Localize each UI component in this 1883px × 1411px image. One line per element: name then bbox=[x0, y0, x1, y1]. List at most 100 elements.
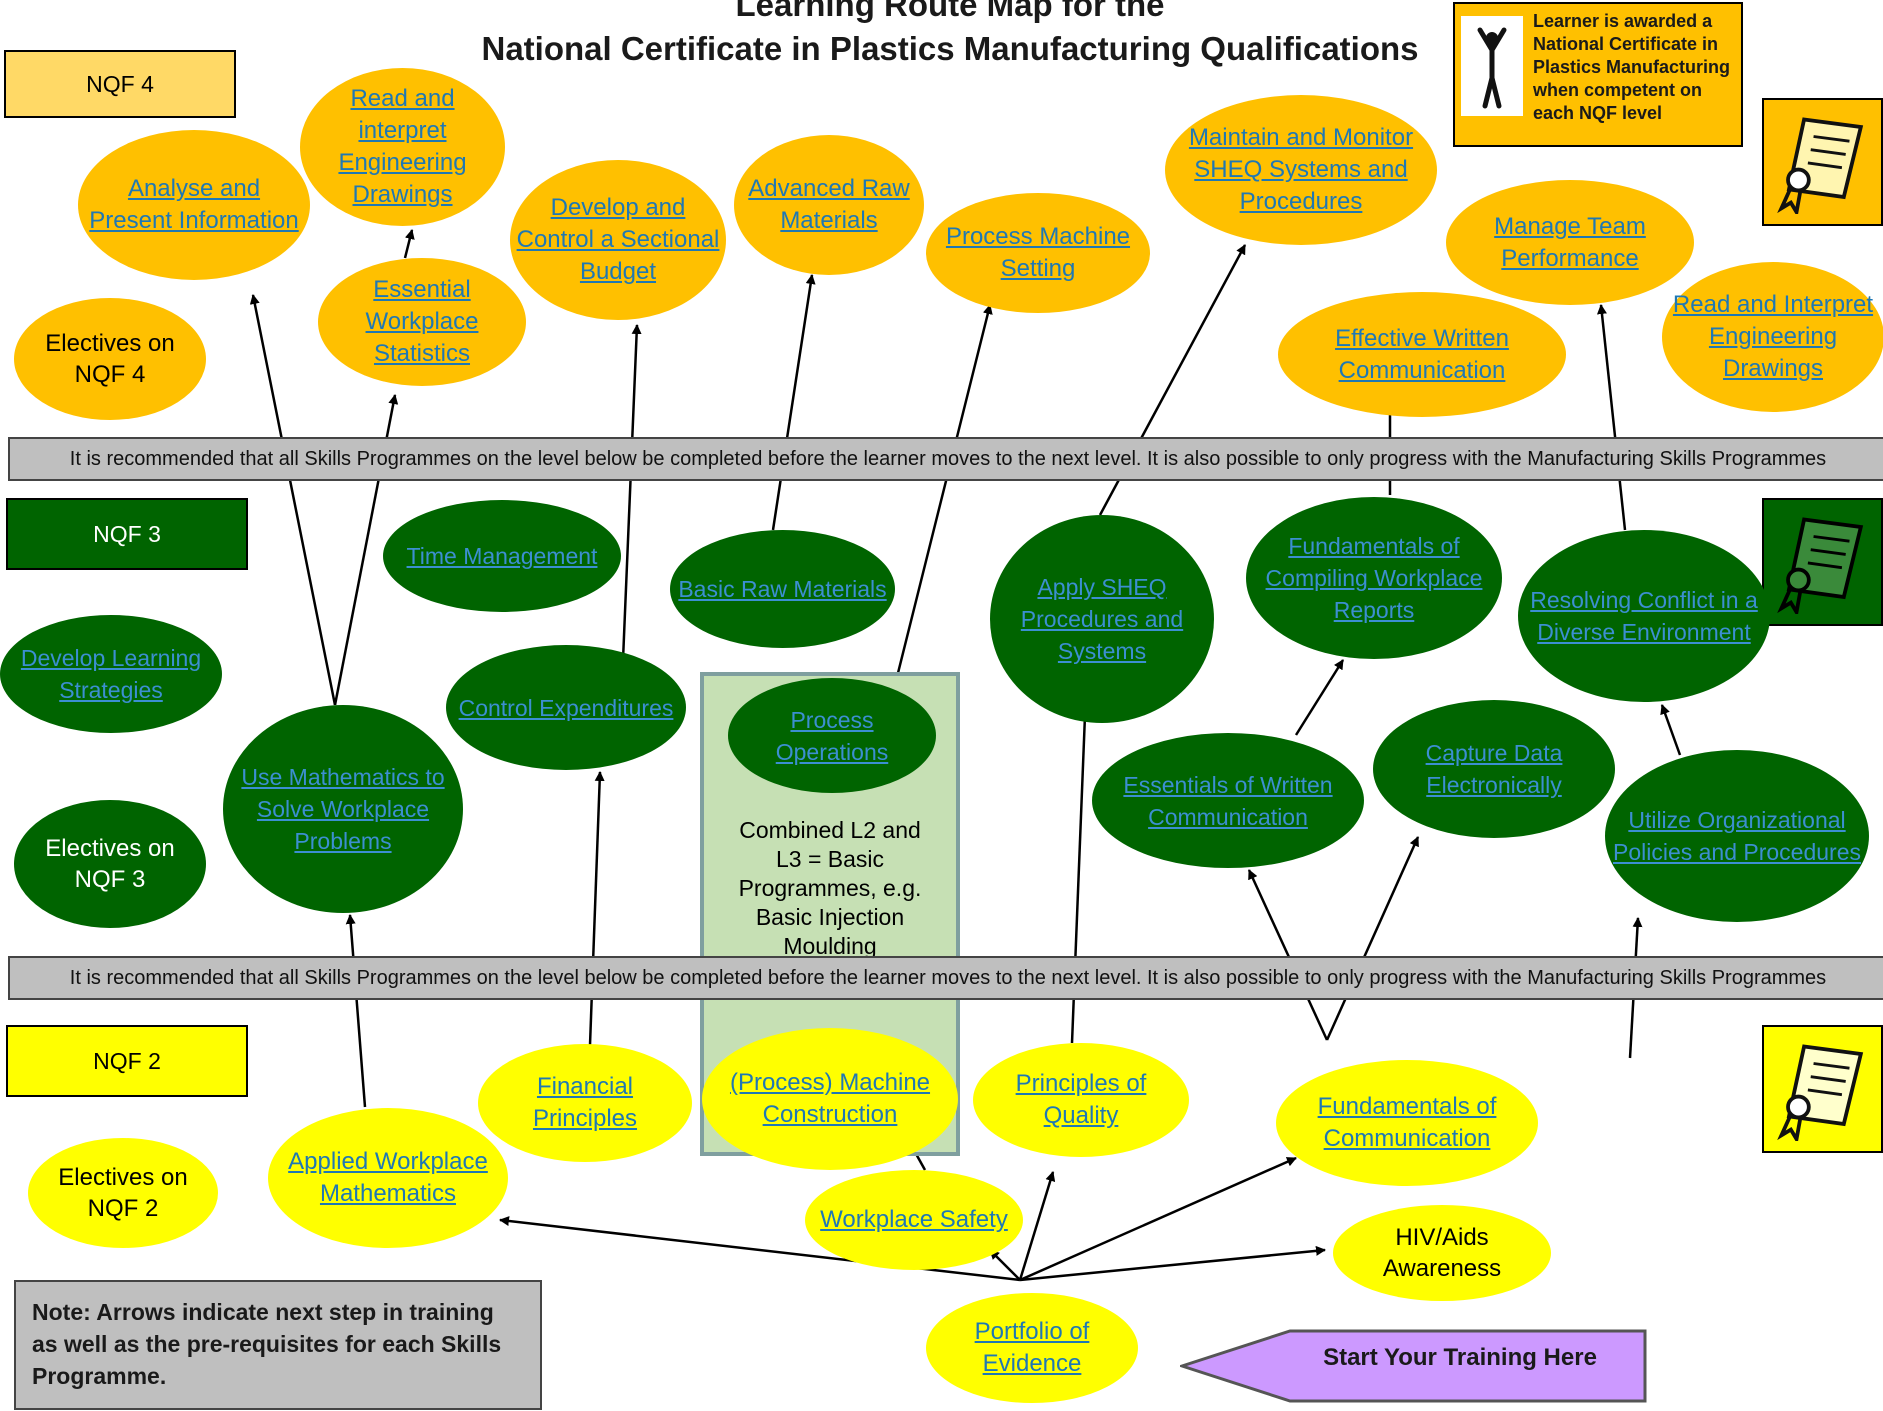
page-title-line1: Learning Route Map for the bbox=[735, 0, 1165, 23]
award-box: Learner is awarded a National Certificat… bbox=[1453, 2, 1743, 147]
node-electives-nqf2: Electives on NQF 2 bbox=[28, 1138, 218, 1248]
certificate-scroll-icon bbox=[1776, 117, 1863, 214]
node-applied-workplace-mathematics[interactable]: Applied Workplace Mathematics bbox=[268, 1108, 508, 1248]
nqf3-label: NQF 3 bbox=[6, 498, 248, 570]
node-link[interactable]: Control Expenditures bbox=[458, 694, 674, 721]
node-analyse-present-information[interactable]: Analyse and Present Information bbox=[78, 130, 310, 280]
node-utilize-organizational-policies[interactable]: Utilize Organizational Policies and Proc… bbox=[1605, 750, 1869, 922]
arrow-fund-essentials bbox=[1247, 869, 1329, 1041]
node-link[interactable]: Read and interpret Engineering Drawings bbox=[338, 85, 467, 208]
node-link[interactable]: Apply SHEQ Procedures and Systems bbox=[1020, 574, 1184, 664]
node-link[interactable]: Analyse and Present Information bbox=[89, 175, 299, 234]
node-develop-learning-strategies[interactable]: Develop Learning Strategies bbox=[0, 615, 222, 733]
arrow-fund-capture bbox=[1325, 836, 1420, 1041]
progression-band-upper: It is recommended that all Skills Progra… bbox=[8, 437, 1883, 481]
arrow-process-ops-setting bbox=[893, 304, 993, 686]
node-electives-nqf3: Electives on NQF 3 bbox=[14, 800, 206, 928]
node-apply-sheq[interactable]: Apply SHEQ Procedures and Systems bbox=[990, 515, 1214, 723]
node-financial-principles[interactable]: Financial Principles bbox=[478, 1044, 692, 1162]
node-link[interactable]: Principles of Quality bbox=[1015, 1070, 1147, 1129]
person-arms-raised-icon bbox=[1461, 16, 1523, 116]
node-link[interactable]: Time Management bbox=[406, 543, 598, 569]
arrow-conflict-team bbox=[1596, 304, 1627, 531]
electives-label: Electives on NQF 3 bbox=[45, 835, 175, 893]
node-fundamentals-of-communication[interactable]: Fundamentals of Communication bbox=[1276, 1060, 1538, 1186]
node-hiv-aids-awareness: HIV/Aids Awareness bbox=[1333, 1205, 1551, 1301]
node-link[interactable]: Fundamentals of Compiling Workplace Repo… bbox=[1265, 533, 1483, 623]
node-manage-team-performance[interactable]: Manage Team Performance bbox=[1446, 180, 1694, 305]
node-principles-of-quality[interactable]: Principles of Quality bbox=[973, 1043, 1189, 1157]
node-basic-raw-materials[interactable]: Basic Raw Materials bbox=[670, 530, 895, 648]
node-link[interactable]: Applied Workplace Mathematics bbox=[288, 1148, 488, 1207]
node-advanced-raw-materials[interactable]: Advanced Raw Materials bbox=[734, 135, 924, 275]
arrow-portfolio-applied-math bbox=[499, 1216, 1021, 1282]
arrow-expenditures-budget bbox=[621, 324, 642, 661]
node-time-management[interactable]: Time Management bbox=[383, 500, 621, 612]
node-effective-written-communication[interactable]: Effective Written Communication bbox=[1278, 292, 1566, 417]
arrow-statistics-read bbox=[403, 229, 415, 259]
nqf2-label: NQF 2 bbox=[6, 1025, 248, 1097]
node-link[interactable]: Read and Interpret Engineering Drawings bbox=[1672, 291, 1874, 382]
node-link[interactable]: Effective Written Communication bbox=[1335, 324, 1509, 384]
node-link[interactable]: Use Mathematics to Solve Workplace Probl… bbox=[241, 764, 445, 854]
node-link[interactable]: Utilize Organizational Policies and Proc… bbox=[1612, 807, 1862, 865]
node-workplace-safety[interactable]: Workplace Safety bbox=[805, 1170, 1023, 1270]
node-link[interactable]: Workplace Safety bbox=[820, 1206, 1008, 1233]
node-link[interactable]: Basic Raw Materials bbox=[678, 576, 887, 602]
page-title-line2: National Certificate in Plastics Manufac… bbox=[481, 30, 1419, 67]
nqf2-certificate bbox=[1762, 1025, 1883, 1153]
node-link[interactable]: Maintain and Monitor SHEQ Systems and Pr… bbox=[1188, 124, 1414, 215]
arrow-essentials-reports bbox=[1294, 659, 1345, 736]
arrow-utilize-conflict bbox=[1660, 704, 1682, 756]
node-develop-control-budget[interactable]: Develop and Control a Sectional Budget bbox=[510, 160, 726, 320]
node-link[interactable]: Develop and Control a Sectional Budget bbox=[516, 194, 720, 285]
node-machine-construction[interactable]: (Process) Machine Construction bbox=[702, 1028, 958, 1170]
arrow-portfolio-fundamentals bbox=[1019, 1156, 1297, 1282]
node-link[interactable]: Develop Learning Strategies bbox=[20, 645, 202, 703]
arrow-financial-expenditures bbox=[588, 771, 605, 1046]
node-resolving-conflict[interactable]: Resolving Conflict in a Diverse Environm… bbox=[1518, 530, 1770, 702]
nqf4-certificate bbox=[1762, 98, 1883, 226]
electives-label: Electives on NQF 4 bbox=[45, 330, 175, 388]
node-essential-workplace-statistics[interactable]: Essential Workplace Statistics bbox=[318, 258, 526, 386]
combined-programmes-text: Combined L2 and L3 = Basic Programmes, e… bbox=[738, 817, 922, 959]
electives-label: Electives on NQF 2 bbox=[58, 1164, 188, 1222]
node-process-operations[interactable]: Process Operations bbox=[728, 678, 936, 793]
arrow-basic-raw-advanced bbox=[771, 274, 816, 531]
node-control-expenditures[interactable]: Control Expenditures bbox=[446, 645, 686, 770]
node-link[interactable]: Essentials of Written Communication bbox=[1123, 771, 1333, 830]
node-essentials-written-communication[interactable]: Essentials of Written Communication bbox=[1092, 733, 1364, 868]
node-read-interpret-drawings[interactable]: Read and interpret Engineering Drawings bbox=[300, 68, 505, 226]
node-link[interactable]: Advanced Raw Materials bbox=[748, 175, 910, 234]
node-capture-data-electronically[interactable]: Capture Data Electronically bbox=[1373, 700, 1615, 838]
arrow-portfolio-quality bbox=[1018, 1171, 1056, 1281]
nqf3-certificate bbox=[1762, 498, 1883, 626]
certificate-scroll-icon bbox=[1776, 517, 1863, 614]
node-use-mathematics[interactable]: Use Mathematics to Solve Workplace Probl… bbox=[223, 705, 463, 913]
node-compiling-workplace-reports[interactable]: Fundamentals of Compiling Workplace Repo… bbox=[1246, 497, 1502, 659]
node-link[interactable]: Process Operations bbox=[775, 706, 889, 765]
arrow-applied-math-use-math bbox=[345, 914, 367, 1108]
node-process-machine-setting[interactable]: Process Machine Setting bbox=[926, 193, 1150, 313]
node-link[interactable]: (Process) Machine Construction bbox=[729, 1069, 931, 1128]
note-text: Note: Arrows indicate next step in train… bbox=[32, 1299, 502, 1389]
node-link[interactable]: Resolving Conflict in a Diverse Environm… bbox=[1530, 587, 1758, 645]
node-electives-nqf4: Electives on NQF 4 bbox=[14, 298, 206, 420]
node-link[interactable]: Capture Data Electronically bbox=[1425, 740, 1563, 798]
node-link[interactable]: Financial Principles bbox=[532, 1073, 638, 1132]
nqf4-label: NQF 4 bbox=[4, 50, 236, 118]
progression-band-lower: It is recommended that all Skills Progra… bbox=[8, 956, 1883, 1000]
award-text: Learner is awarded a National Certificat… bbox=[1533, 11, 1731, 123]
node-read-interpret-drawings-2[interactable]: Read and Interpret Engineering Drawings bbox=[1662, 262, 1883, 412]
start-training-label: Start Your Training Here bbox=[1323, 1344, 1597, 1371]
node-link[interactable]: Fundamentals of Communication bbox=[1317, 1093, 1497, 1152]
node-link[interactable]: Manage Team Performance bbox=[1494, 212, 1646, 272]
node-link[interactable]: Process Machine Setting bbox=[945, 223, 1131, 282]
arrow-portfolio-safety bbox=[989, 1249, 1021, 1281]
arrow-math-analyse bbox=[249, 294, 337, 706]
node-link[interactable]: Portfolio of Evidence bbox=[974, 1318, 1090, 1377]
start-training-arrow bbox=[1180, 1329, 1647, 1403]
node-portfolio-of-evidence[interactable]: Portfolio of Evidence bbox=[926, 1293, 1138, 1403]
node-maintain-monitor-sheq[interactable]: Maintain and Monitor SHEQ Systems and Pr… bbox=[1165, 95, 1437, 245]
node-link[interactable]: Essential Workplace Statistics bbox=[365, 276, 479, 367]
